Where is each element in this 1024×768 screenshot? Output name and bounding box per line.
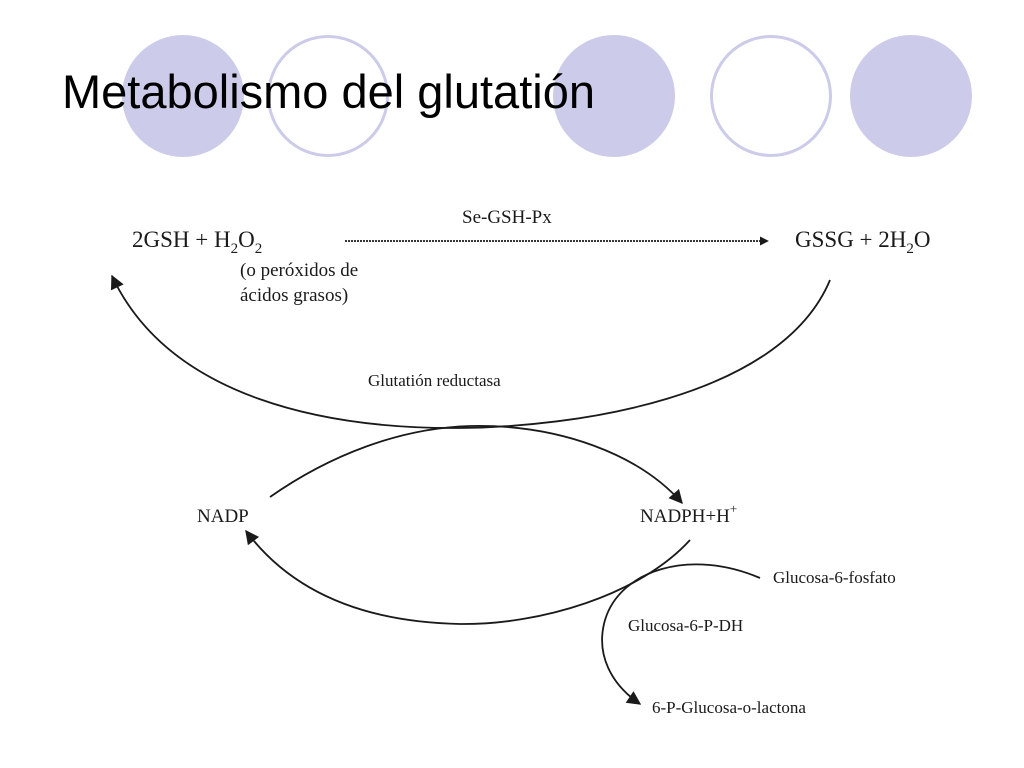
reactant-note-line1: (o peróxidos de	[240, 260, 358, 281]
decorative-circle-filled	[553, 35, 675, 157]
decorative-circle-outline	[710, 35, 832, 157]
product-label: GSSG + 2H2O	[795, 227, 931, 257]
slide-title: Metabolismo del glutatión	[62, 65, 595, 118]
enzyme-se-gsh-px: Se-GSH-Px	[462, 207, 552, 228]
nadp-label: NADP	[197, 506, 249, 527]
decorative-circle-filled	[850, 35, 972, 157]
decorative-circle-outline	[267, 35, 389, 157]
reductase-arc	[111, 274, 831, 429]
nadph-label: NADPH+H+	[640, 501, 737, 527]
nadp-to-nadph-arc	[269, 425, 683, 505]
g6pdh-label: Glucosa-6-P-DH	[628, 616, 743, 635]
reactant-label: 2GSH + H2O2	[132, 227, 262, 257]
glucose-6-phosphate-label: Glucosa-6-fosfato	[773, 568, 896, 587]
glucose-branch-arrow	[601, 563, 761, 705]
decorative-circle-filled	[122, 35, 244, 157]
enzyme-glutathione-reductase: Glutatión reductasa	[368, 371, 501, 390]
nadph-to-nadp-arc	[245, 529, 691, 625]
lactone-label: 6-P-Glucosa-o-lactona	[652, 698, 806, 717]
reactant-note-line2: ácidos grasos)	[240, 285, 348, 306]
